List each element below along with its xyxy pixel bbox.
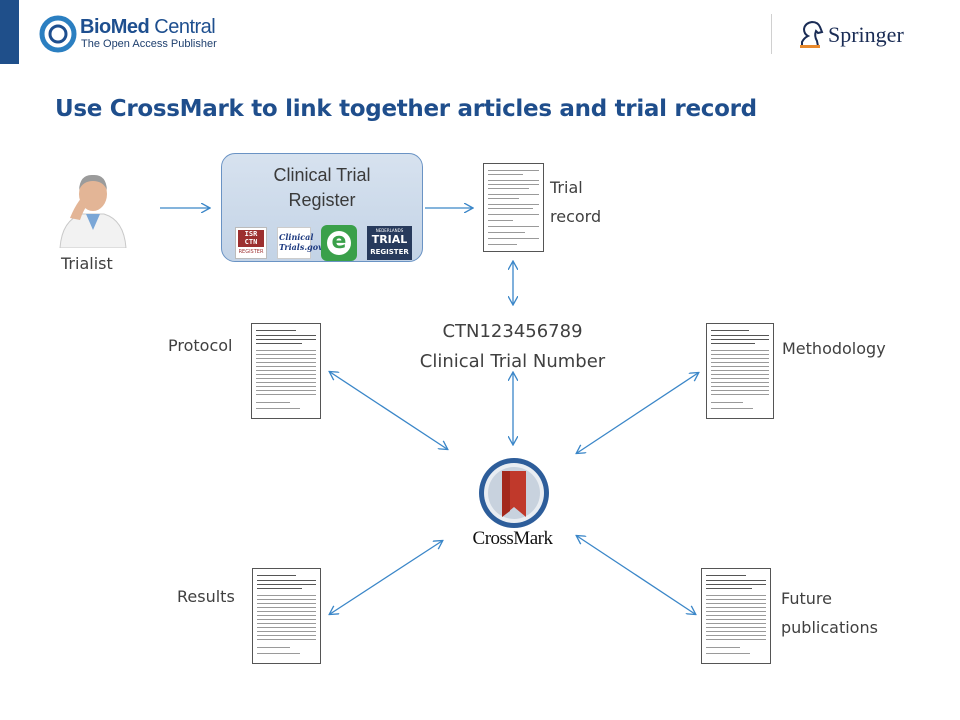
clinical-trial-number: CTN123456789 Clinical Trial Number (380, 317, 645, 377)
methodology-label: Methodology (782, 339, 886, 358)
results-article-document (252, 568, 321, 664)
protocol-label: Protocol (168, 336, 233, 355)
future-publications-label: Future publications (781, 589, 878, 637)
arrow-protocol-crossmark (330, 372, 447, 449)
header-divider (771, 14, 772, 54)
arrow-future-crossmark (577, 536, 695, 614)
header-accent-bar (0, 0, 19, 64)
trial-record-document (483, 163, 544, 252)
crossmark-logo-icon (479, 458, 549, 528)
isrctn-logo: ISR CTN REGISTER (235, 227, 267, 259)
arrow-methodology-crossmark (577, 373, 698, 453)
publisher-brand: BioMed Central (80, 16, 216, 38)
slide-title: Use CrossMark to link together articles … (55, 96, 757, 122)
future-publications-article-document (701, 568, 771, 664)
trial-number-id: CTN123456789 (442, 321, 583, 342)
biomed-central-logo-icon (39, 15, 77, 53)
results-label: Results (177, 587, 235, 606)
methodology-article-document (706, 323, 774, 419)
clinicaltrials-gov-logo: Clinical Trials.gov (277, 227, 323, 259)
springer-chess-knight-icon (800, 20, 824, 48)
springer-logo-text: Springer (828, 22, 904, 47)
trialist-label: Trialist (61, 254, 113, 273)
protocol-article-document (251, 323, 321, 419)
clinical-trial-register-title: Clinical Trial Register (273, 165, 371, 210)
arrow-results-crossmark (330, 541, 442, 614)
trial-number-caption: Clinical Trial Number (419, 351, 606, 372)
crossmark-label: CrossMark (472, 528, 553, 549)
trial-record-label: Trial record (550, 178, 602, 226)
publisher-tagline: The Open Access Publisher (81, 38, 217, 50)
trialist-doctor-icon (59, 174, 127, 248)
eu-ctr-logo: e (321, 225, 357, 261)
nederlands-trial-register-logo: NEDERLANDS TRIAL REGISTER (367, 226, 412, 260)
